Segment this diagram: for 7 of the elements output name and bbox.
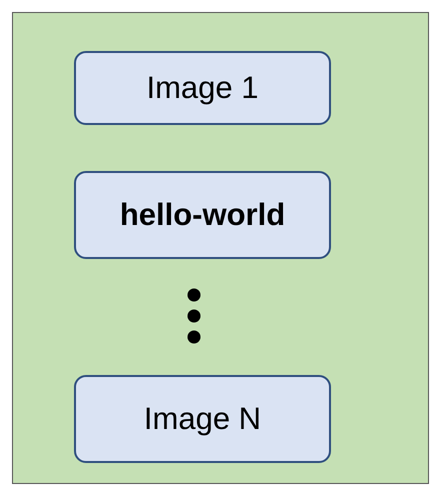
- node-label: hello-world: [120, 197, 286, 233]
- container-panel: [12, 12, 429, 484]
- image-box: [74, 51, 331, 125]
- image-box: [74, 375, 331, 463]
- node-label: Image N: [144, 401, 262, 437]
- image-box: [74, 171, 331, 259]
- node-label: Image 1: [146, 70, 258, 106]
